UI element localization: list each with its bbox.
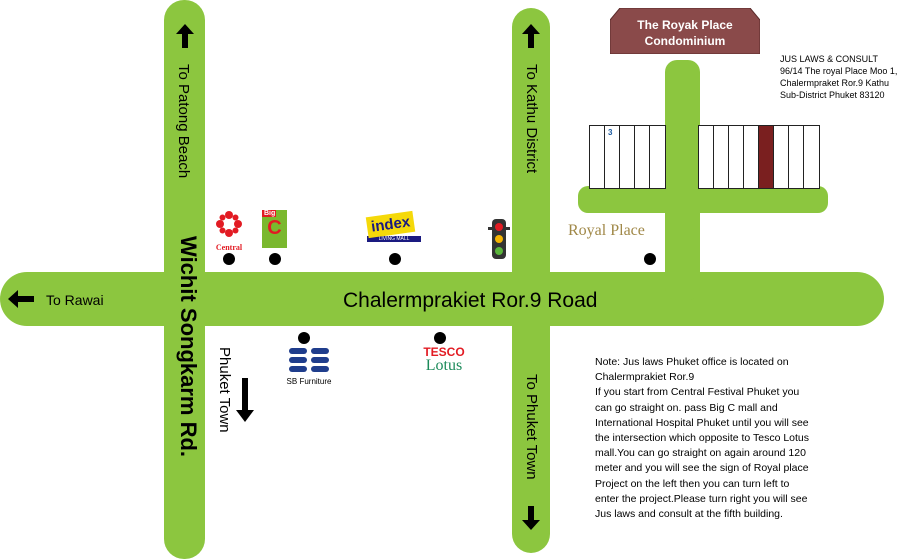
note-line: Chalermprakiet Ror.9 bbox=[595, 371, 695, 384]
building-unit bbox=[620, 126, 635, 188]
road-royal-place-vertical bbox=[665, 60, 700, 300]
traffic-light-icon bbox=[488, 219, 510, 259]
building-3bb-sign: 3 bbox=[608, 128, 613, 137]
sb-furniture-logo: SB Furniture bbox=[281, 348, 337, 386]
to-kathu-label: To Kathu District bbox=[523, 64, 540, 174]
to-patong-label: To Patong Beach bbox=[175, 64, 192, 179]
location-dot-index bbox=[389, 253, 401, 265]
building-unit bbox=[744, 126, 759, 188]
arrow-up-middle-road-icon bbox=[522, 24, 540, 48]
to-phuket-town-label: To Phuket Town bbox=[523, 374, 540, 480]
directions-note: Note: Jus laws Phuket office is located … bbox=[595, 355, 809, 522]
office-address: JUS LAWS & CONSULT 96/14 The royal Place… bbox=[780, 53, 897, 101]
bigc-letter: C bbox=[267, 217, 282, 239]
address-line4: Sub-District Phuket 83120 bbox=[780, 90, 885, 100]
road-main-horizontal bbox=[0, 272, 884, 326]
road-royal-place-horizontal bbox=[578, 186, 828, 213]
building-unit bbox=[699, 126, 714, 188]
phuket-town-label: Phuket Town bbox=[216, 347, 233, 433]
arrow-up-left-road-icon bbox=[176, 24, 194, 48]
bigc-logo: Big C bbox=[262, 210, 287, 248]
jus-laws-office-unit bbox=[759, 126, 774, 188]
building-row-left: 3 bbox=[589, 125, 666, 189]
tesco-lotus-logo: TESCO Lotus bbox=[416, 346, 472, 374]
note-line: meter and you will see the sign of Royal… bbox=[595, 462, 809, 475]
address-line3: Chalermpraket Ror.9 Kathu bbox=[780, 78, 890, 88]
building-row-right bbox=[698, 125, 820, 189]
location-dot-sb-furniture bbox=[298, 332, 310, 344]
royal-place-label: Royal Place bbox=[568, 222, 645, 239]
note-line: If you start from Central Festival Phuke… bbox=[595, 386, 800, 399]
note-line: enter the project.Please turn right you … bbox=[595, 492, 808, 505]
note-line: Project on the left then you can turn le… bbox=[595, 477, 790, 490]
building-unit bbox=[714, 126, 729, 188]
bigc-top-label: Big bbox=[262, 210, 276, 217]
condominium-sign: The Royak Place Condominium bbox=[610, 8, 760, 54]
index-sub: LIVING MALL bbox=[367, 236, 421, 242]
sb-furniture-label: SB Furniture bbox=[286, 377, 332, 386]
address-line1: JUS LAWS & CONSULT bbox=[780, 54, 879, 64]
arrow-left-rawai-icon bbox=[8, 290, 34, 308]
address-line2: 96/14 The royal Place Moo 1, bbox=[780, 66, 898, 76]
building-unit bbox=[804, 126, 819, 188]
tesco-label: TESCO bbox=[423, 345, 465, 359]
note-line: Jus laws and consult at the fifth buildi… bbox=[595, 508, 783, 521]
to-rawai-label: To Rawai bbox=[46, 292, 104, 308]
central-flower-icon bbox=[216, 211, 242, 237]
sb-furniture-mark-icon bbox=[289, 348, 329, 372]
royal-place-logo: Royal Place bbox=[568, 222, 645, 240]
index-name: index bbox=[365, 210, 416, 239]
building-unit: 3 bbox=[605, 126, 620, 188]
building-unit bbox=[774, 126, 789, 188]
location-dot-tesco bbox=[434, 332, 446, 344]
location-dot-central bbox=[223, 253, 235, 265]
index-logo: index LIVING MALL bbox=[365, 210, 421, 248]
arrow-down-middle-road-icon bbox=[522, 506, 540, 530]
location-dot-bigc bbox=[269, 253, 281, 265]
condominium-line1: The Royak Place bbox=[637, 18, 733, 32]
building-unit bbox=[789, 126, 804, 188]
main-road-label: Chalermprakiet Ror.9 Road bbox=[343, 289, 598, 312]
left-road-label: Wichit Songkarm Rd. bbox=[176, 236, 201, 458]
building-unit bbox=[729, 126, 744, 188]
note-line: mall.You can go straight on again around… bbox=[595, 447, 806, 460]
central-label: Central bbox=[215, 243, 243, 252]
lotus-label: Lotus bbox=[425, 357, 463, 374]
condominium-line2: Condominium bbox=[644, 34, 726, 48]
central-logo: Central bbox=[214, 210, 244, 252]
building-unit bbox=[590, 126, 605, 188]
building-unit bbox=[650, 126, 665, 188]
building-unit bbox=[635, 126, 650, 188]
note-line: the intersection which opposite to Tesco… bbox=[595, 432, 810, 445]
note-line: Note: Jus laws Phuket office is located … bbox=[595, 356, 789, 368]
note-line: International Hospital Phuket until you … bbox=[595, 416, 809, 429]
note-line: can go straight on. pass Big C mall and bbox=[595, 401, 778, 414]
arrow-down-phuket-town-icon bbox=[236, 378, 254, 422]
location-dot-royal-place bbox=[644, 253, 656, 265]
